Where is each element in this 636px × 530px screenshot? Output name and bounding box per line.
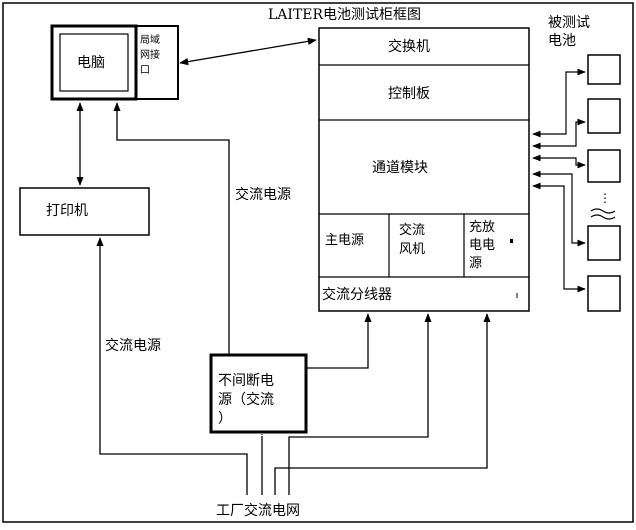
- ups-to-splitter-power: [306, 313, 372, 369]
- channel-to-battery-4: [532, 170, 586, 247]
- grid-to-splitter-power-2: [288, 313, 432, 495]
- ac-fan-label-1: 交流: [399, 223, 426, 238]
- ac-power-label-left: 交流电源: [105, 338, 161, 354]
- charge-power-label-1: 充放: [469, 220, 496, 235]
- charge-power-label-3: 源: [469, 256, 483, 271]
- channel-to-battery-3: [532, 154, 586, 169]
- channel-to-battery-1: [532, 68, 586, 138]
- battery-5: [587, 275, 621, 312]
- cabinet-mark: [510, 239, 513, 243]
- printer-label: 打印机: [46, 203, 88, 219]
- lan-to-switch-link: [179, 37, 317, 66]
- cabinet-box: [318, 27, 530, 312]
- battery-3: [587, 149, 621, 183]
- ac-splitter-label: 交流分线器: [322, 287, 392, 303]
- outer-frame: [2, 2, 634, 523]
- grid-to-splitter-power-1: [274, 313, 491, 495]
- diagram-title: LAITER电池测试柜框图: [268, 7, 422, 23]
- ups-box: [209, 353, 308, 434]
- battery-header-line-1: 被测试: [548, 15, 590, 31]
- computer-label: 电脑: [77, 55, 105, 71]
- lan-port-label-3: 口: [140, 65, 150, 76]
- ac-fan-label-2: 风机: [399, 242, 426, 257]
- switch-label: 交换机: [388, 39, 430, 55]
- gap-marker: ⋮: [599, 191, 611, 205]
- gap-squiggle-1: [590, 208, 616, 214]
- gap-squiggle-2: [590, 214, 616, 220]
- main-power-label: 主电源: [325, 233, 365, 248]
- lan-port-box: [135, 25, 179, 100]
- ac-power-label-upper: 交流电源: [235, 187, 291, 203]
- lan-port-label-2: 网接: [140, 50, 160, 61]
- battery-header-line-2: 电池: [548, 33, 576, 49]
- ups-label-2: 源（交流: [218, 392, 274, 408]
- control-board-label: 控制板: [388, 86, 430, 102]
- ups-label-3: ）: [218, 411, 232, 427]
- ups-label-1: 不间断电: [218, 373, 274, 389]
- battery-1: [587, 54, 621, 85]
- printer-box: [19, 187, 150, 236]
- battery-2: [587, 98, 621, 134]
- ups-to-computer-power: [113, 102, 230, 355]
- charge-power-label-2: 电电: [469, 238, 496, 253]
- battery-4: [587, 225, 621, 261]
- channel-module-label: 通道模块: [372, 160, 428, 176]
- grid-to-printer-power: [96, 237, 248, 495]
- channel-to-battery-5: [532, 182, 586, 293]
- grid-label: 工厂交流电网: [216, 503, 300, 519]
- channel-to-battery-2: [532, 118, 586, 150]
- computer-screen: [59, 33, 129, 92]
- lan-port-label-1: 局域: [140, 35, 160, 46]
